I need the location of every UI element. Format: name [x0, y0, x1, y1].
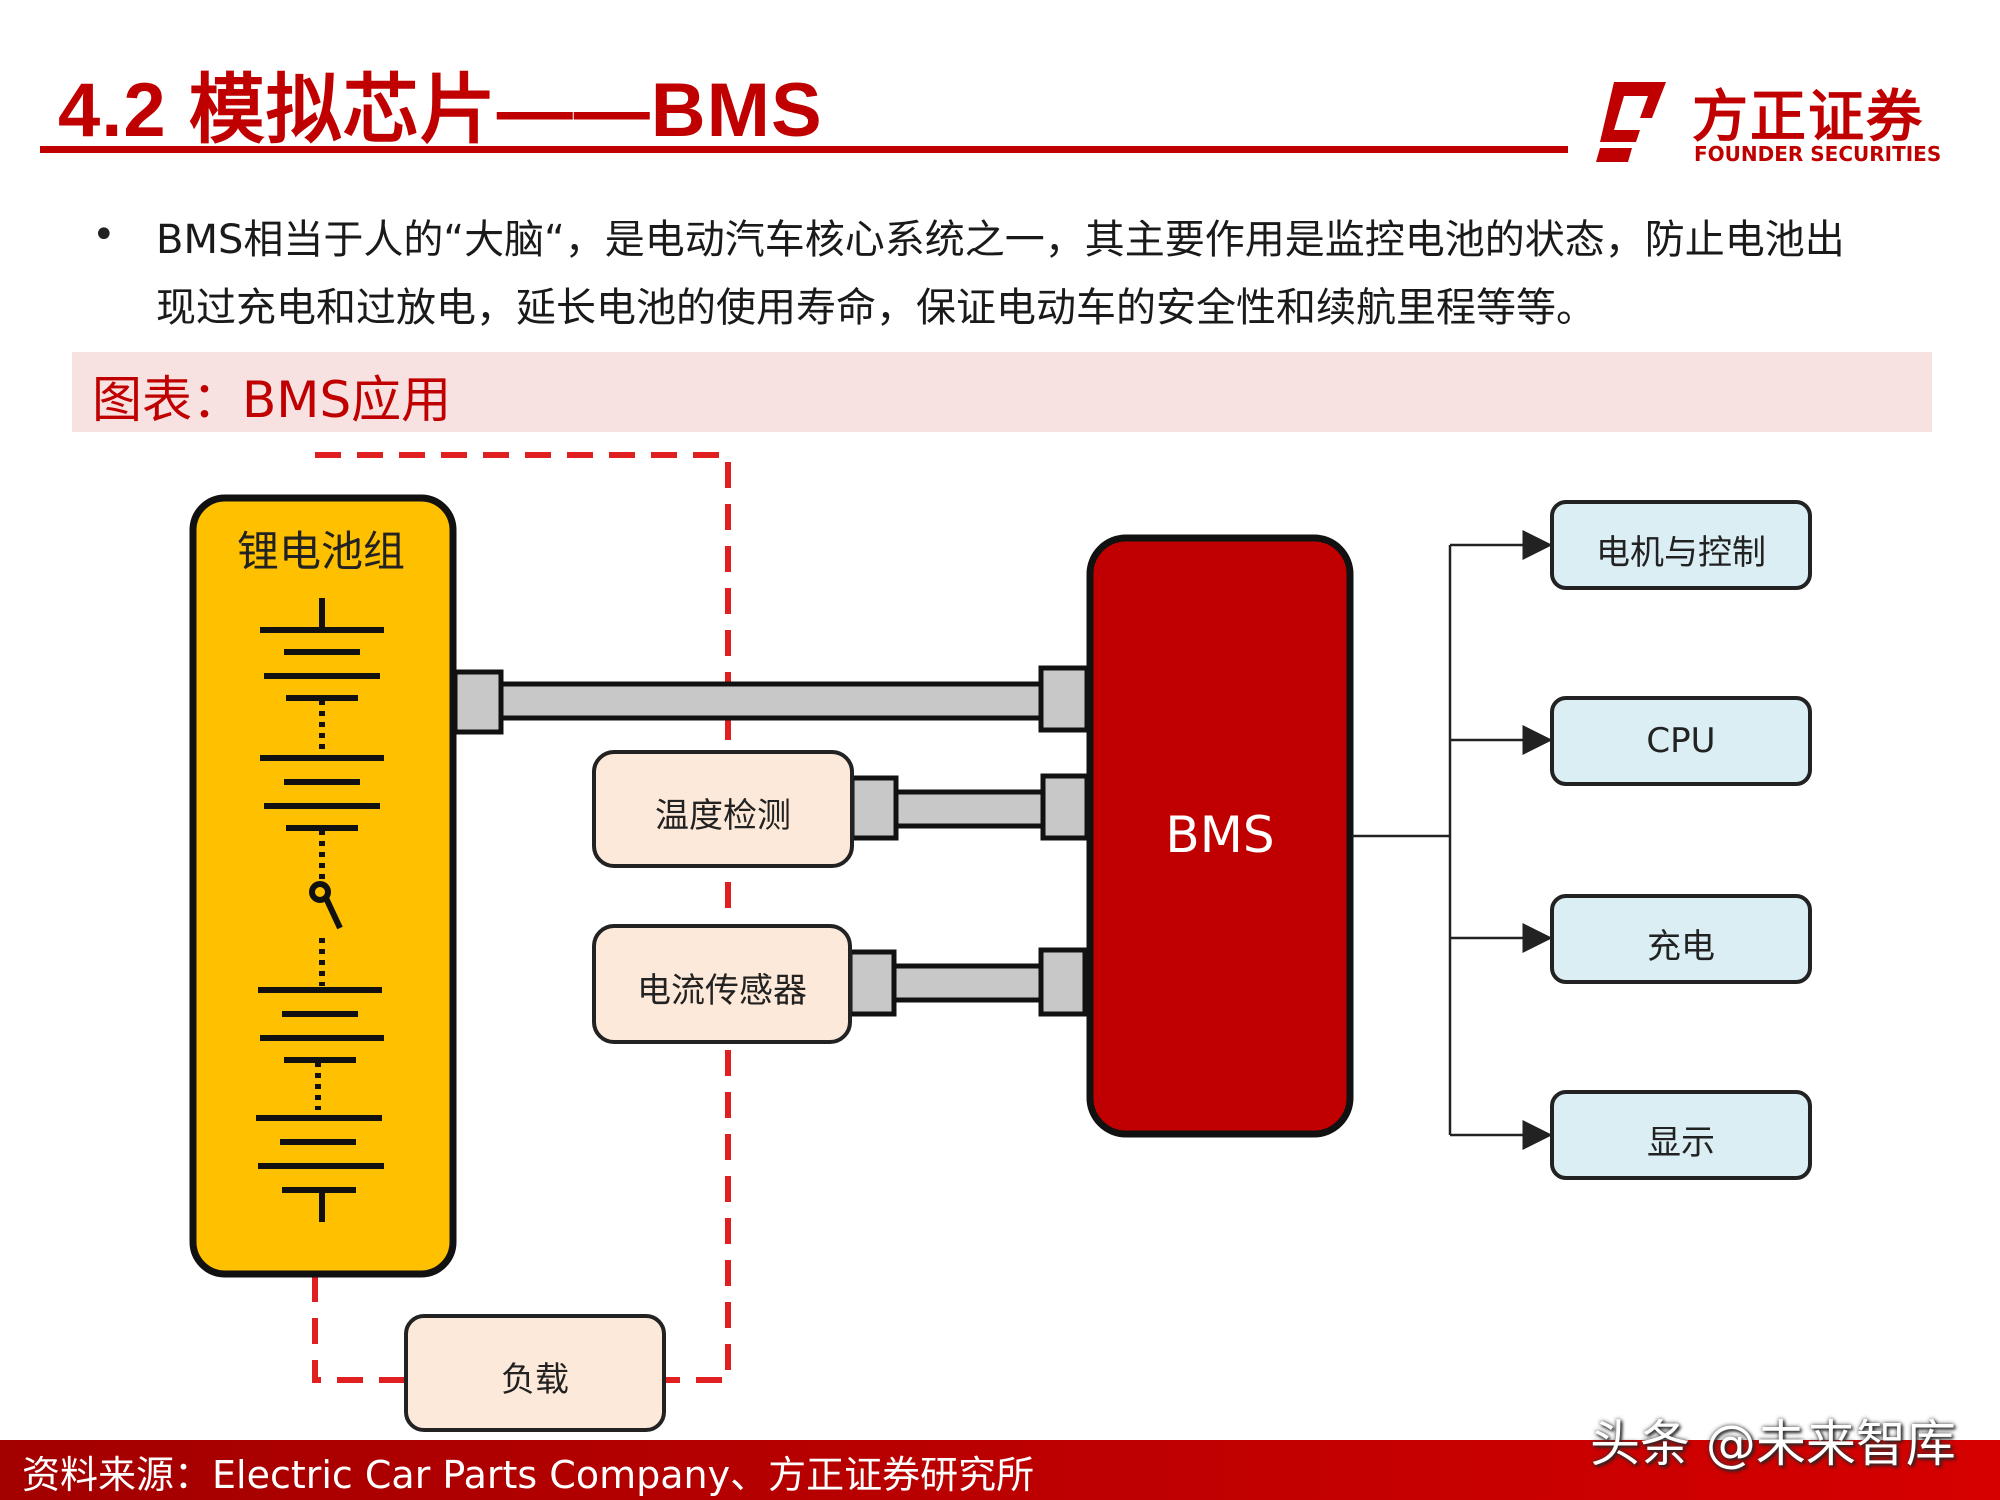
source-note: 资料来源：Electric Car Parts Company、方正证券研究所 [22, 1453, 1035, 1497]
temp-sensor-label: 温度检测 [655, 796, 791, 836]
page-title: 4.2 模拟芯片——BMS [58, 68, 823, 153]
current-sensor-box [592, 924, 852, 1044]
current-bms-bar [887, 963, 1050, 1003]
output-label-display: 显示 [1647, 1123, 1715, 1163]
output-label-charge: 充电 [1647, 927, 1715, 967]
output-label-motor: 电机与控制 [1596, 533, 1766, 573]
temp-sensor-box [592, 750, 854, 868]
battery-cells-icon [256, 598, 384, 1222]
dashed-boundary [312, 452, 731, 1383]
battery-bms-bar [487, 681, 1048, 721]
founder-logo: 方正证券 FOUNDER SECURITIES [1596, 70, 1941, 170]
figure-caption: 图表：BMS应用 [92, 371, 452, 429]
founder-logo-icon [1596, 82, 1666, 162]
output-connectors [1352, 530, 1553, 1150]
current-sensor-label: 电流传感器 [637, 971, 807, 1011]
footer-bar [0, 1440, 2000, 1500]
bms-label: BMS [1165, 806, 1275, 864]
battery-connector [452, 669, 504, 735]
temp-connector [849, 775, 899, 841]
logo-chinese-name: 方正证券 [1692, 85, 1924, 150]
output-box-display [1550, 1090, 1812, 1180]
output-label-cpu: CPU [1646, 721, 1716, 761]
bullet-marker: • [92, 212, 116, 258]
output-box-motor [1550, 500, 1812, 590]
output-box-cpu [1550, 696, 1812, 786]
current-connector [847, 949, 897, 1017]
caption-bar [72, 352, 1932, 432]
title-underline [40, 146, 1568, 153]
bms-connector-top [1038, 665, 1090, 733]
load-box [404, 1314, 666, 1432]
load-label: 负载 [501, 1360, 569, 1400]
logo-english-name: FOUNDER SECURITIES [1694, 142, 1942, 166]
bms-block [1086, 534, 1354, 1138]
output-box-charge [1550, 894, 1812, 984]
battery-label: 锂电池组 [236, 527, 405, 576]
bms-connector-mid [1040, 773, 1090, 841]
bms-connector-bottom [1038, 947, 1088, 1017]
temp-bms-bar [889, 789, 1050, 829]
watermark: 头条 @未来智库 [1590, 1415, 1956, 1473]
bullet-text: BMS相当于人的“大脑“，是电动汽车核心系统之一，其主要作用是监控电池的状态，防… [156, 217, 1845, 331]
